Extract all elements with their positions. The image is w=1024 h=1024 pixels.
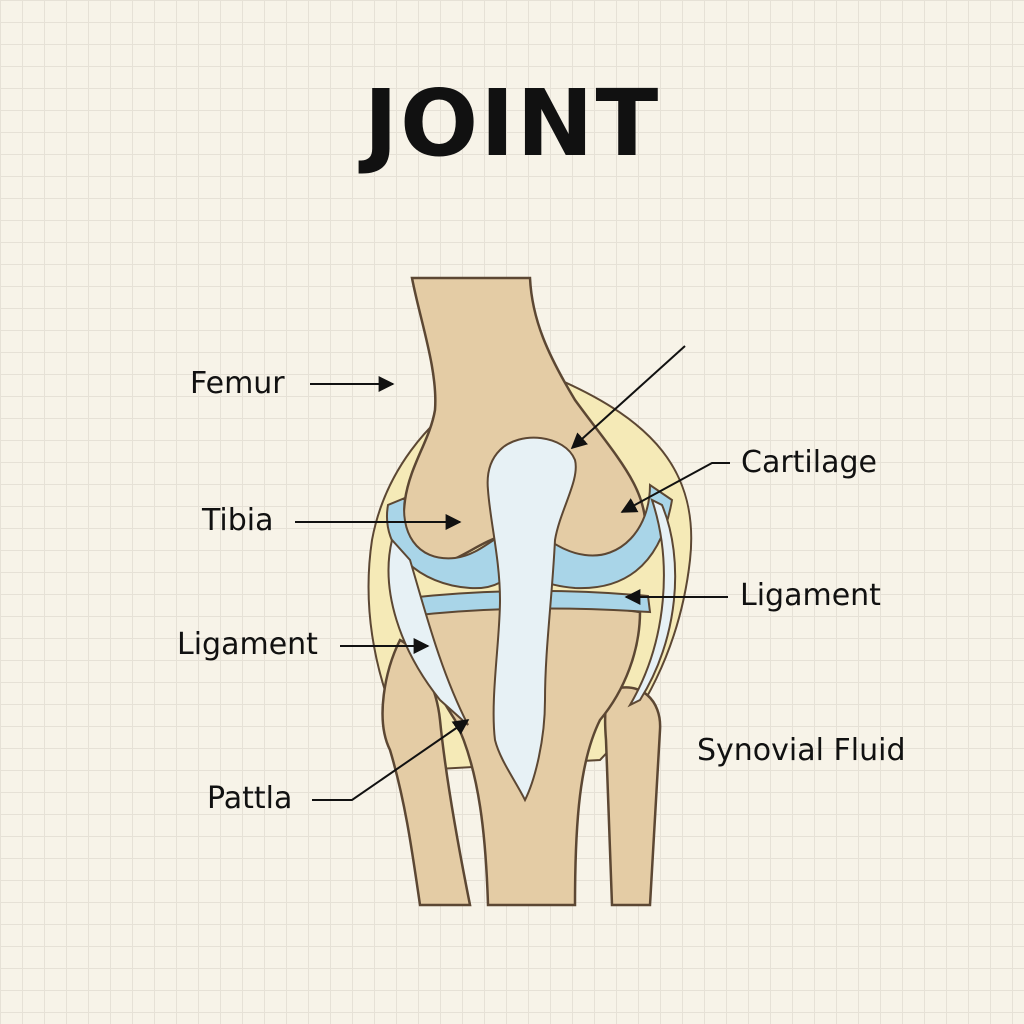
right-collateral-ligament — [627, 498, 677, 708]
tibia-label: Tibia — [202, 503, 274, 538]
femur-label: Femur — [190, 366, 285, 401]
synovial-fluid-label: Synovial Fluid — [697, 733, 906, 768]
ligament-right-label: Ligament — [740, 578, 881, 613]
fibula-bone — [603, 686, 662, 907]
ligament-left-label: Ligament — [177, 627, 318, 662]
patella-arrow — [312, 719, 470, 801]
cartilage-arrow — [620, 462, 730, 513]
cruciate-ligament — [486, 436, 577, 803]
left-lower-bone — [381, 638, 472, 907]
top-pointer-arrow — [570, 345, 686, 450]
cartilage-label: Cartilage — [741, 445, 877, 480]
patella-label: Pattla — [207, 781, 293, 816]
page-title: JOINT — [363, 70, 661, 177]
